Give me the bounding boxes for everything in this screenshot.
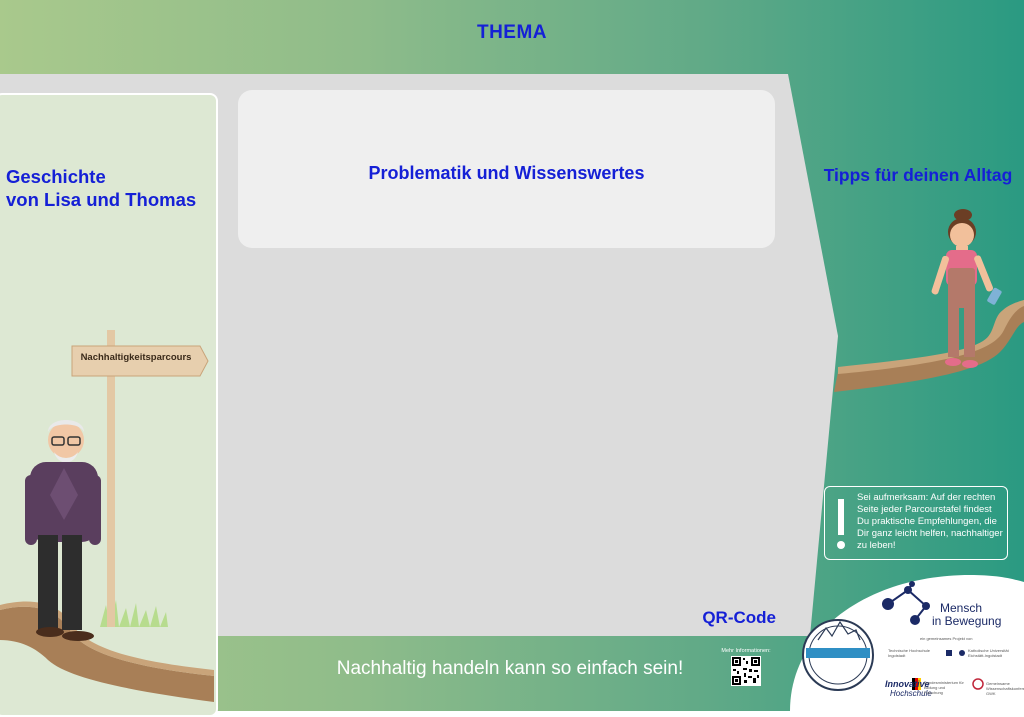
bmbf-logo-text: Bundesministerium für Bildung und Forsch…: [924, 680, 964, 695]
ih-logo-line1: Innovative: [885, 679, 930, 689]
exclamation-icon: [837, 499, 845, 549]
problem-heading: Problematik und Wissenswertes: [368, 163, 645, 183]
tips-heading: Tipps für deinen Alltag: [823, 165, 1013, 185]
notice-text: Sei aufmerksam: Auf der rechten Seite je…: [857, 492, 1003, 551]
notice-box: Sei aufmerksam: Auf der rechten Seite je…: [824, 486, 1008, 560]
thi-logo-text: Technische Hochschule Ingolstadt: [888, 648, 931, 658]
ku-logo-text: Katholische Universität Eichstätt-Ingols…: [968, 648, 1009, 658]
footer-slogan: Nachhaltig handeln kann so einfach sein!: [336, 658, 684, 679]
mib-logo-line1: Mensch: [940, 601, 983, 615]
ih-logo-line2: Hochschule: [890, 689, 932, 698]
mib-logo-line2: in Bewegung: [932, 614, 1002, 628]
signpost-label: Nachhaltigkeitsparcours: [80, 352, 192, 363]
qr-code-label: QR-Code: [702, 608, 776, 627]
page-title: THEMA: [476, 22, 548, 43]
story-heading: Geschichte von Lisa und Thomas: [6, 165, 216, 211]
story-heading-line2: von Lisa und Thomas: [6, 189, 197, 210]
more-info-label: Mehr Informationen:: [721, 648, 771, 654]
problem-card: [238, 90, 775, 248]
qr-code[interactable]: [731, 656, 761, 686]
story-heading-line1: Geschichte: [6, 166, 106, 187]
joint-project-label: ein gemeinsames Projekt von: [920, 636, 973, 641]
gwk-logo-text: Gemeinsame Wissenschaftskonferenz GWK: [986, 681, 1024, 696]
